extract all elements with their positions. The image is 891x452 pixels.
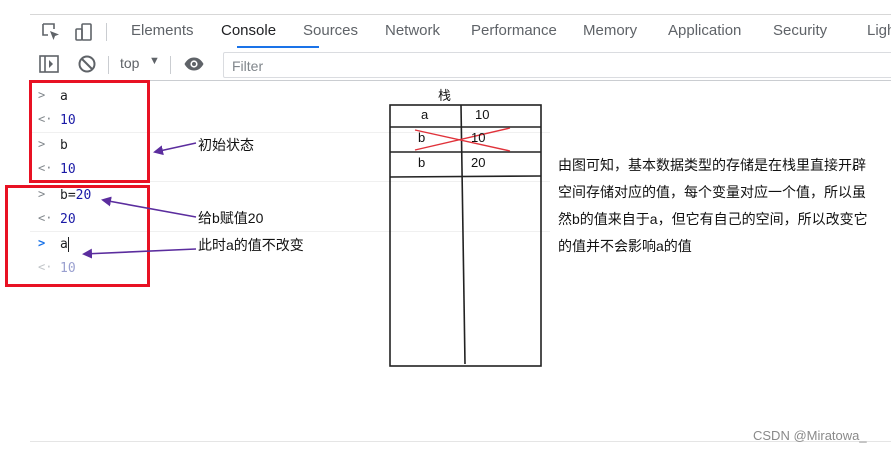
annotation-initial-state: 初始状态: [198, 137, 254, 153]
arrow-a-unchanged: [82, 248, 197, 259]
result-arrow-icon: <·: [38, 211, 53, 225]
tab-elements[interactable]: Elements: [131, 22, 194, 39]
input-prompt-icon: >: [38, 187, 46, 201]
eager-preview-value: 10: [60, 261, 76, 276]
tab-memory[interactable]: Memory: [583, 22, 638, 39]
console-row-divider: [30, 181, 550, 182]
stack-var-name: b: [418, 155, 426, 170]
result-arrow-icon: <·: [38, 260, 53, 274]
tab-lighthouse[interactable]: Ligh: [867, 22, 891, 39]
stack-var-value: 20: [471, 155, 486, 170]
console-input-text: b: [60, 138, 68, 153]
highlight-box-assignment: [5, 185, 150, 287]
console-input-number: 20: [75, 188, 92, 203]
console-input-text: b=20: [60, 188, 91, 203]
js-context-selector[interactable]: top: [120, 55, 140, 71]
tab-sources[interactable]: Sources: [303, 22, 359, 39]
console-toolbar: top ▼ Filter: [30, 49, 891, 81]
result-arrow-icon: <·: [38, 161, 53, 175]
stack-var-value-crossed: 10: [471, 130, 486, 145]
text-cursor: [68, 237, 69, 252]
chevron-down-icon[interactable]: ▼: [149, 55, 160, 67]
stack-diagram: [389, 104, 542, 367]
tab-network[interactable]: Network: [385, 22, 441, 39]
tab-console[interactable]: Console: [221, 22, 277, 39]
console-input-line: > b=20: [30, 184, 550, 208]
active-tab-indicator: [237, 46, 319, 48]
watermark: CSDN @Miratowa_: [753, 428, 867, 443]
device-toolbar-icon[interactable]: [73, 21, 95, 43]
devtools-tabbar: Elements Console Sources Network Perform…: [30, 14, 891, 50]
stack-row-divider: [389, 175, 542, 178]
console-input-line: > b: [30, 134, 550, 158]
stack-frame: [389, 104, 542, 367]
console-prompt-input[interactable]: a: [60, 237, 68, 252]
toolbar-separator: [108, 56, 109, 74]
console-input-line: > a: [30, 85, 550, 109]
console-result-value: 10: [60, 113, 76, 128]
cross-out-line: [414, 129, 511, 152]
toolbar-separator: [170, 56, 171, 74]
stack-var-name: b: [418, 130, 426, 145]
show-sidebar-icon[interactable]: [38, 53, 60, 75]
console-eager-preview-line: <· 10: [30, 257, 550, 281]
cross-out-line: [414, 127, 511, 151]
input-prompt-icon: >: [38, 88, 46, 102]
console-row-divider: [30, 231, 550, 232]
filter-placeholder: Filter: [232, 58, 264, 74]
bottom-divider: [30, 441, 891, 442]
annotation-a-unchanged: 此时a的值不改变: [198, 237, 304, 253]
clear-console-icon[interactable]: [76, 53, 98, 75]
console-row-divider: [30, 132, 550, 133]
toolbar-separator: [106, 23, 107, 41]
console-result-value: 10: [60, 162, 76, 177]
annotation-assign-b: 给b赋值20: [198, 210, 264, 226]
console-result-line: <· 10: [30, 158, 550, 182]
explanation-text: 由图可知，基本数据类型的存储是在栈里直接开辟空间存储对应的值，每个变量对应一个值…: [558, 157, 868, 254]
console-input-var: b=: [60, 188, 76, 203]
console-prompt-line[interactable]: > a: [30, 233, 550, 257]
stack-title: 栈: [438, 88, 452, 103]
stack-column-divider: [460, 104, 466, 365]
live-expression-eye-icon[interactable]: [183, 53, 205, 75]
active-prompt-icon: >: [38, 236, 46, 250]
tab-application[interactable]: Application: [668, 22, 742, 39]
tab-performance[interactable]: Performance: [471, 22, 557, 39]
input-prompt-icon: >: [38, 137, 46, 151]
arrow-initial-state: [153, 142, 197, 156]
console-result-line: <· 20: [30, 208, 550, 232]
console-result-line: <· 10: [30, 109, 550, 133]
filter-input[interactable]: Filter: [223, 52, 891, 78]
stack-var-value: 10: [475, 107, 490, 122]
tab-security[interactable]: Security: [773, 22, 828, 39]
highlight-box-initial: [29, 80, 150, 183]
stack-var-name: a: [421, 107, 429, 122]
console-input-text: a: [60, 89, 68, 104]
arrow-assign-b: [101, 196, 197, 218]
console-result-value: 20: [60, 212, 76, 227]
result-arrow-icon: <·: [38, 112, 53, 126]
inspect-element-icon[interactable]: [40, 21, 62, 43]
